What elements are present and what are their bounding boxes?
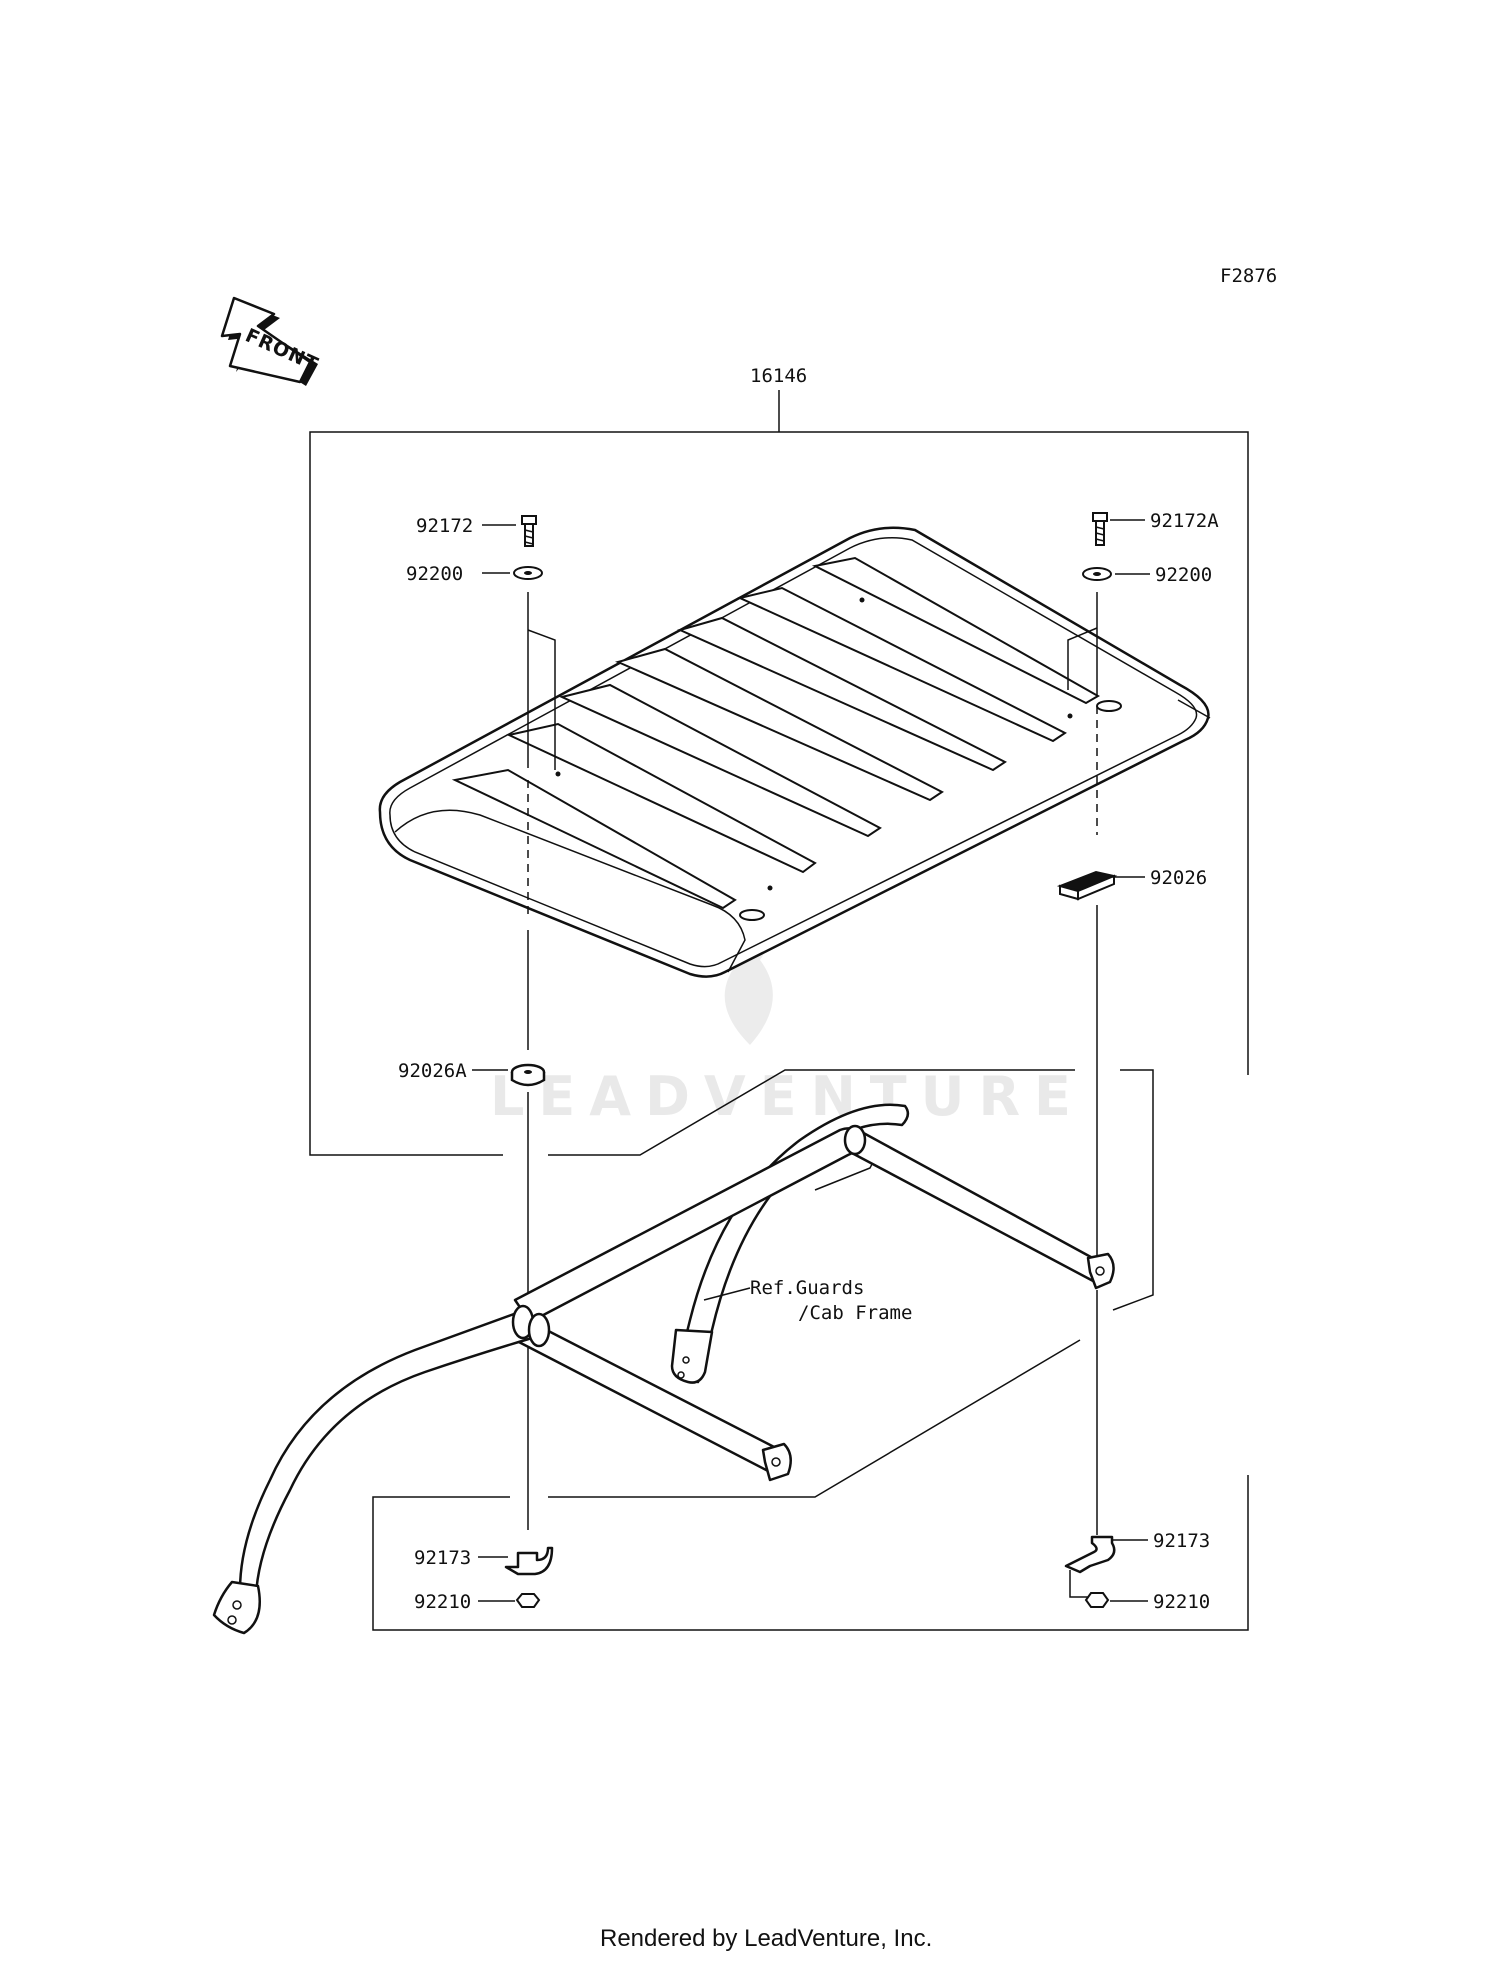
front-arrow-icon: FRONT [220, 296, 322, 386]
assembly-label: 16146 [750, 365, 807, 387]
bolt-right-icon [1092, 512, 1108, 546]
nut-left-icon [515, 1593, 541, 1608]
bracket-right-icon [1064, 1535, 1116, 1574]
pad-right-icon [1056, 870, 1118, 901]
label-bolt-right: 92172A [1150, 510, 1219, 532]
roof-panel [378, 526, 1211, 978]
label-bracket-right: 92173 [1153, 1530, 1210, 1552]
bolt-left-icon [521, 515, 537, 547]
label-nut-left: 92210 [414, 1591, 471, 1613]
label-bolt-left: 92172 [416, 515, 473, 537]
bracket-left-icon [504, 1546, 554, 1576]
watermark-text: LEADVENTURE [490, 1065, 1085, 1128]
assembly-box [309, 431, 1249, 1156]
right-fastener-stack: 92172A 92200 92026 92173 92210 [1056, 510, 1219, 1613]
cab-frame [212, 1103, 1115, 1635]
left-fastener-stack: 92172 92200 92026A 92173 92210 [398, 515, 556, 1613]
roof-ribs [451, 556, 1101, 910]
hardware-box [548, 1339, 1081, 1498]
figure-code: F2876 [1220, 265, 1277, 287]
pad-left-icon [510, 1063, 546, 1087]
ref-note-line2: /Cab Frame [798, 1302, 912, 1324]
label-bracket-left: 92173 [414, 1547, 471, 1569]
label-pad-left: 92026A [398, 1060, 467, 1082]
label-pad-right: 92026 [1150, 867, 1207, 889]
nut-right-icon [1084, 1592, 1110, 1608]
label-washer-left: 92200 [406, 563, 463, 585]
ref-note-line1: Ref.Guards [750, 1277, 864, 1299]
label-nut-right: 92210 [1153, 1591, 1210, 1613]
footer-credit: Rendered by LeadVenture, Inc. [600, 1925, 932, 1952]
label-washer-right: 92200 [1155, 564, 1212, 586]
